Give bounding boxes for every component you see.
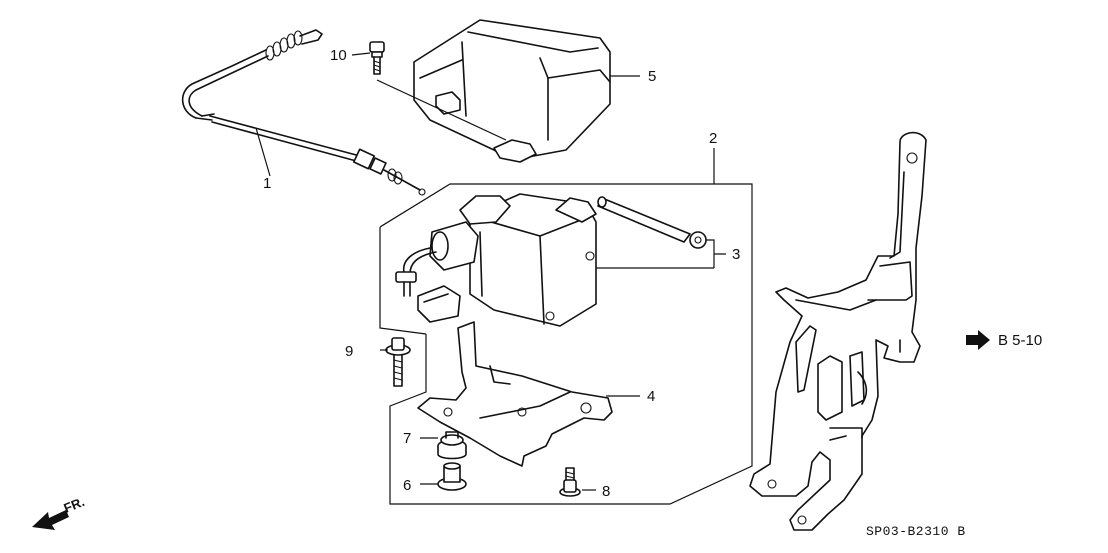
cable-part-1 <box>181 29 426 196</box>
callout-5: 5 <box>648 68 656 85</box>
callout-8: 8 <box>602 483 610 500</box>
callout-6: 6 <box>403 477 411 494</box>
callout-4: 4 <box>647 388 655 405</box>
cable-end-bottom <box>352 148 426 196</box>
bracket-part-4 <box>417 321 613 467</box>
reference-link[interactable]: B 5-10 <box>966 330 1042 350</box>
actuator-assembly <box>395 193 597 327</box>
grommet-part-7 <box>437 431 467 460</box>
bolt-part-10 <box>369 41 385 75</box>
front-direction-indicator: FR. <box>32 494 87 530</box>
collar-part-6 <box>437 462 467 491</box>
callout-7: 7 <box>403 430 411 447</box>
callout-1: 1 <box>263 175 271 192</box>
callout-2: 2 <box>709 130 717 147</box>
arrow-right-icon <box>966 330 990 350</box>
bolt-part-8 <box>559 467 581 497</box>
link-rod-part-3 <box>597 196 707 249</box>
callout-3: 3 <box>732 246 740 263</box>
actuator-group-outline <box>379 183 753 505</box>
bolt-part-9 <box>385 337 411 387</box>
diagram-code: SP03-B2310 B <box>866 524 966 539</box>
callout-9: 9 <box>345 343 353 360</box>
callout-10: 10 <box>330 47 347 64</box>
front-direction-label: FR. <box>62 494 87 516</box>
cable-spring-top <box>265 29 323 61</box>
front-direction-arrow-icon <box>32 510 69 530</box>
reference-label: B 5-10 <box>998 332 1042 349</box>
cover-part-5 <box>413 19 611 163</box>
mounting-bracket <box>749 131 927 531</box>
